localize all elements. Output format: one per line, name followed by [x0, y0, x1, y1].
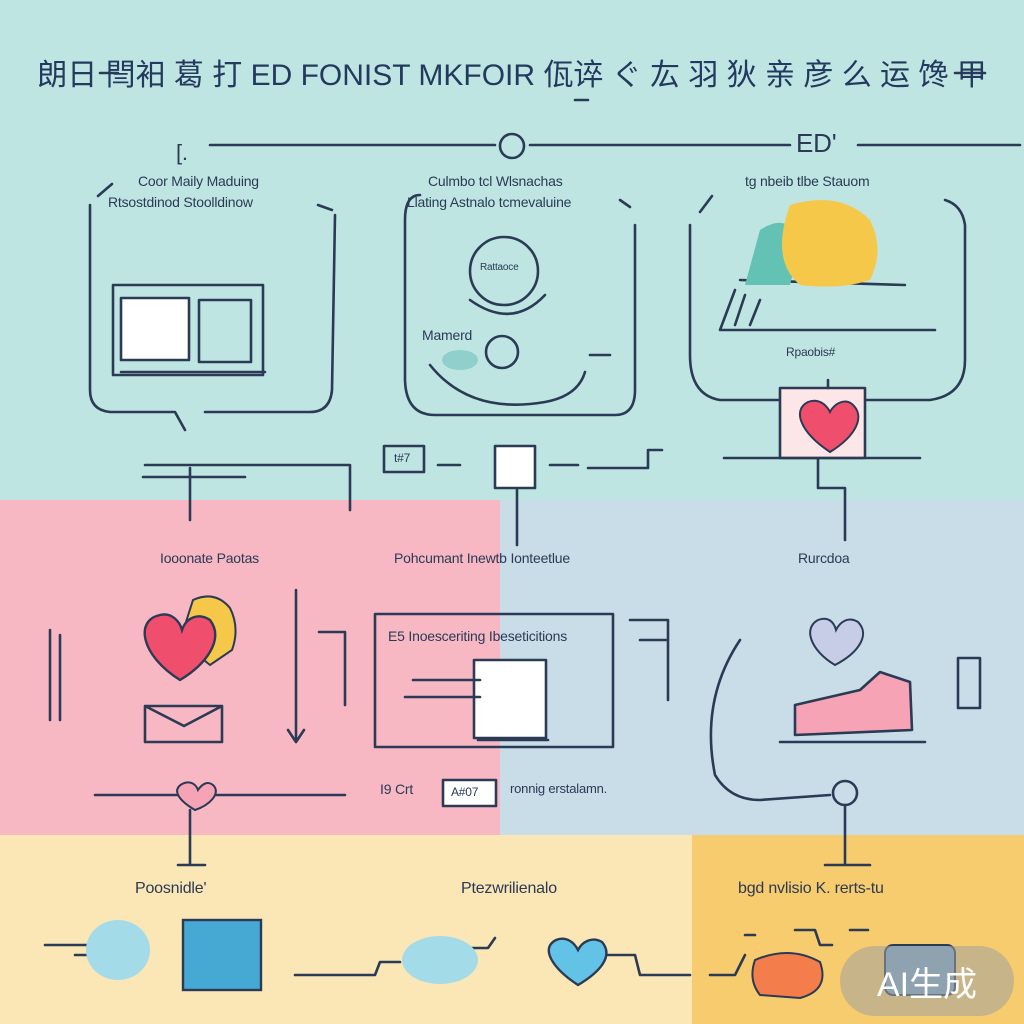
blue-section-background: [500, 500, 1024, 835]
center-middle-title: Pohcumant Inewtb Ionteetlue: [394, 550, 570, 566]
right-card-title: tg nbeib tlbe Stauom: [745, 173, 870, 189]
right-frame: [688, 194, 967, 402]
globe-icon: [484, 334, 520, 370]
bottom-right-title: bgd nvlisio K. rerts-tu: [738, 880, 884, 897]
center-card-title: Culmbo tcl Wlsnachas: [428, 173, 563, 189]
bottom-node: [831, 779, 859, 807]
center-doc-icon: [493, 444, 537, 490]
ai-generated-badge: AI生成: [840, 946, 1014, 1016]
center-frame: [403, 193, 637, 417]
left-card-title: Coor Maily Maduing: [138, 173, 259, 189]
left-marker: [.: [176, 140, 188, 165]
right-middle-title: Rurcdoa: [798, 550, 850, 566]
top-connector-node: [498, 132, 526, 160]
pink-section-background: [0, 500, 500, 835]
bottom-center-title: Ptezwrilienalo: [461, 880, 557, 897]
left-frame: [88, 182, 337, 432]
computer-screen-icon: [111, 283, 265, 377]
page-title: 朗日 閆衵 葛 打 ED FONIST MKFOIR 佤谇 ぐ 厷 羽 狄 亲 …: [37, 59, 987, 92]
bottom-left-label: I9 Crt: [380, 781, 414, 797]
pink-tray-icon: [793, 670, 914, 737]
center-connector-line: [515, 448, 664, 547]
right-curve: [709, 638, 832, 802]
small-box-icon: [382, 444, 426, 474]
small-box-label: t#7: [394, 451, 411, 465]
tray-icon: [718, 278, 937, 332]
bottom-box: [441, 778, 498, 808]
envelope-icon: [143, 704, 224, 744]
bottom-box-label: A#07: [451, 785, 479, 799]
center-emblem-circle: [468, 235, 540, 307]
left-connector-line: [143, 463, 352, 522]
center-panel-title: E5 Inoesceriting Ibeseticitions: [388, 628, 568, 644]
bottom-right-label: ronnig erstalamn.: [510, 781, 608, 796]
vertical-arrow-left: [286, 588, 306, 744]
center-panel: [373, 612, 615, 749]
bottom-left-title: Poosnidle': [135, 880, 207, 897]
center-card-subtitle: Llating Astnalo tcmevaluine: [407, 194, 572, 210]
left-middle-title: Iooonate Paotas: [160, 550, 259, 566]
center-side-label: Mamerd: [422, 327, 473, 343]
heart-icons: [143, 399, 864, 987]
right-marker: ED': [796, 128, 837, 158]
center-emblem-text: Rattaoce: [480, 262, 519, 273]
right-card-caption: Rpaobis#: [786, 345, 836, 359]
left-card-subtitle: Rtsostdinod Stoolldinow: [108, 194, 253, 210]
